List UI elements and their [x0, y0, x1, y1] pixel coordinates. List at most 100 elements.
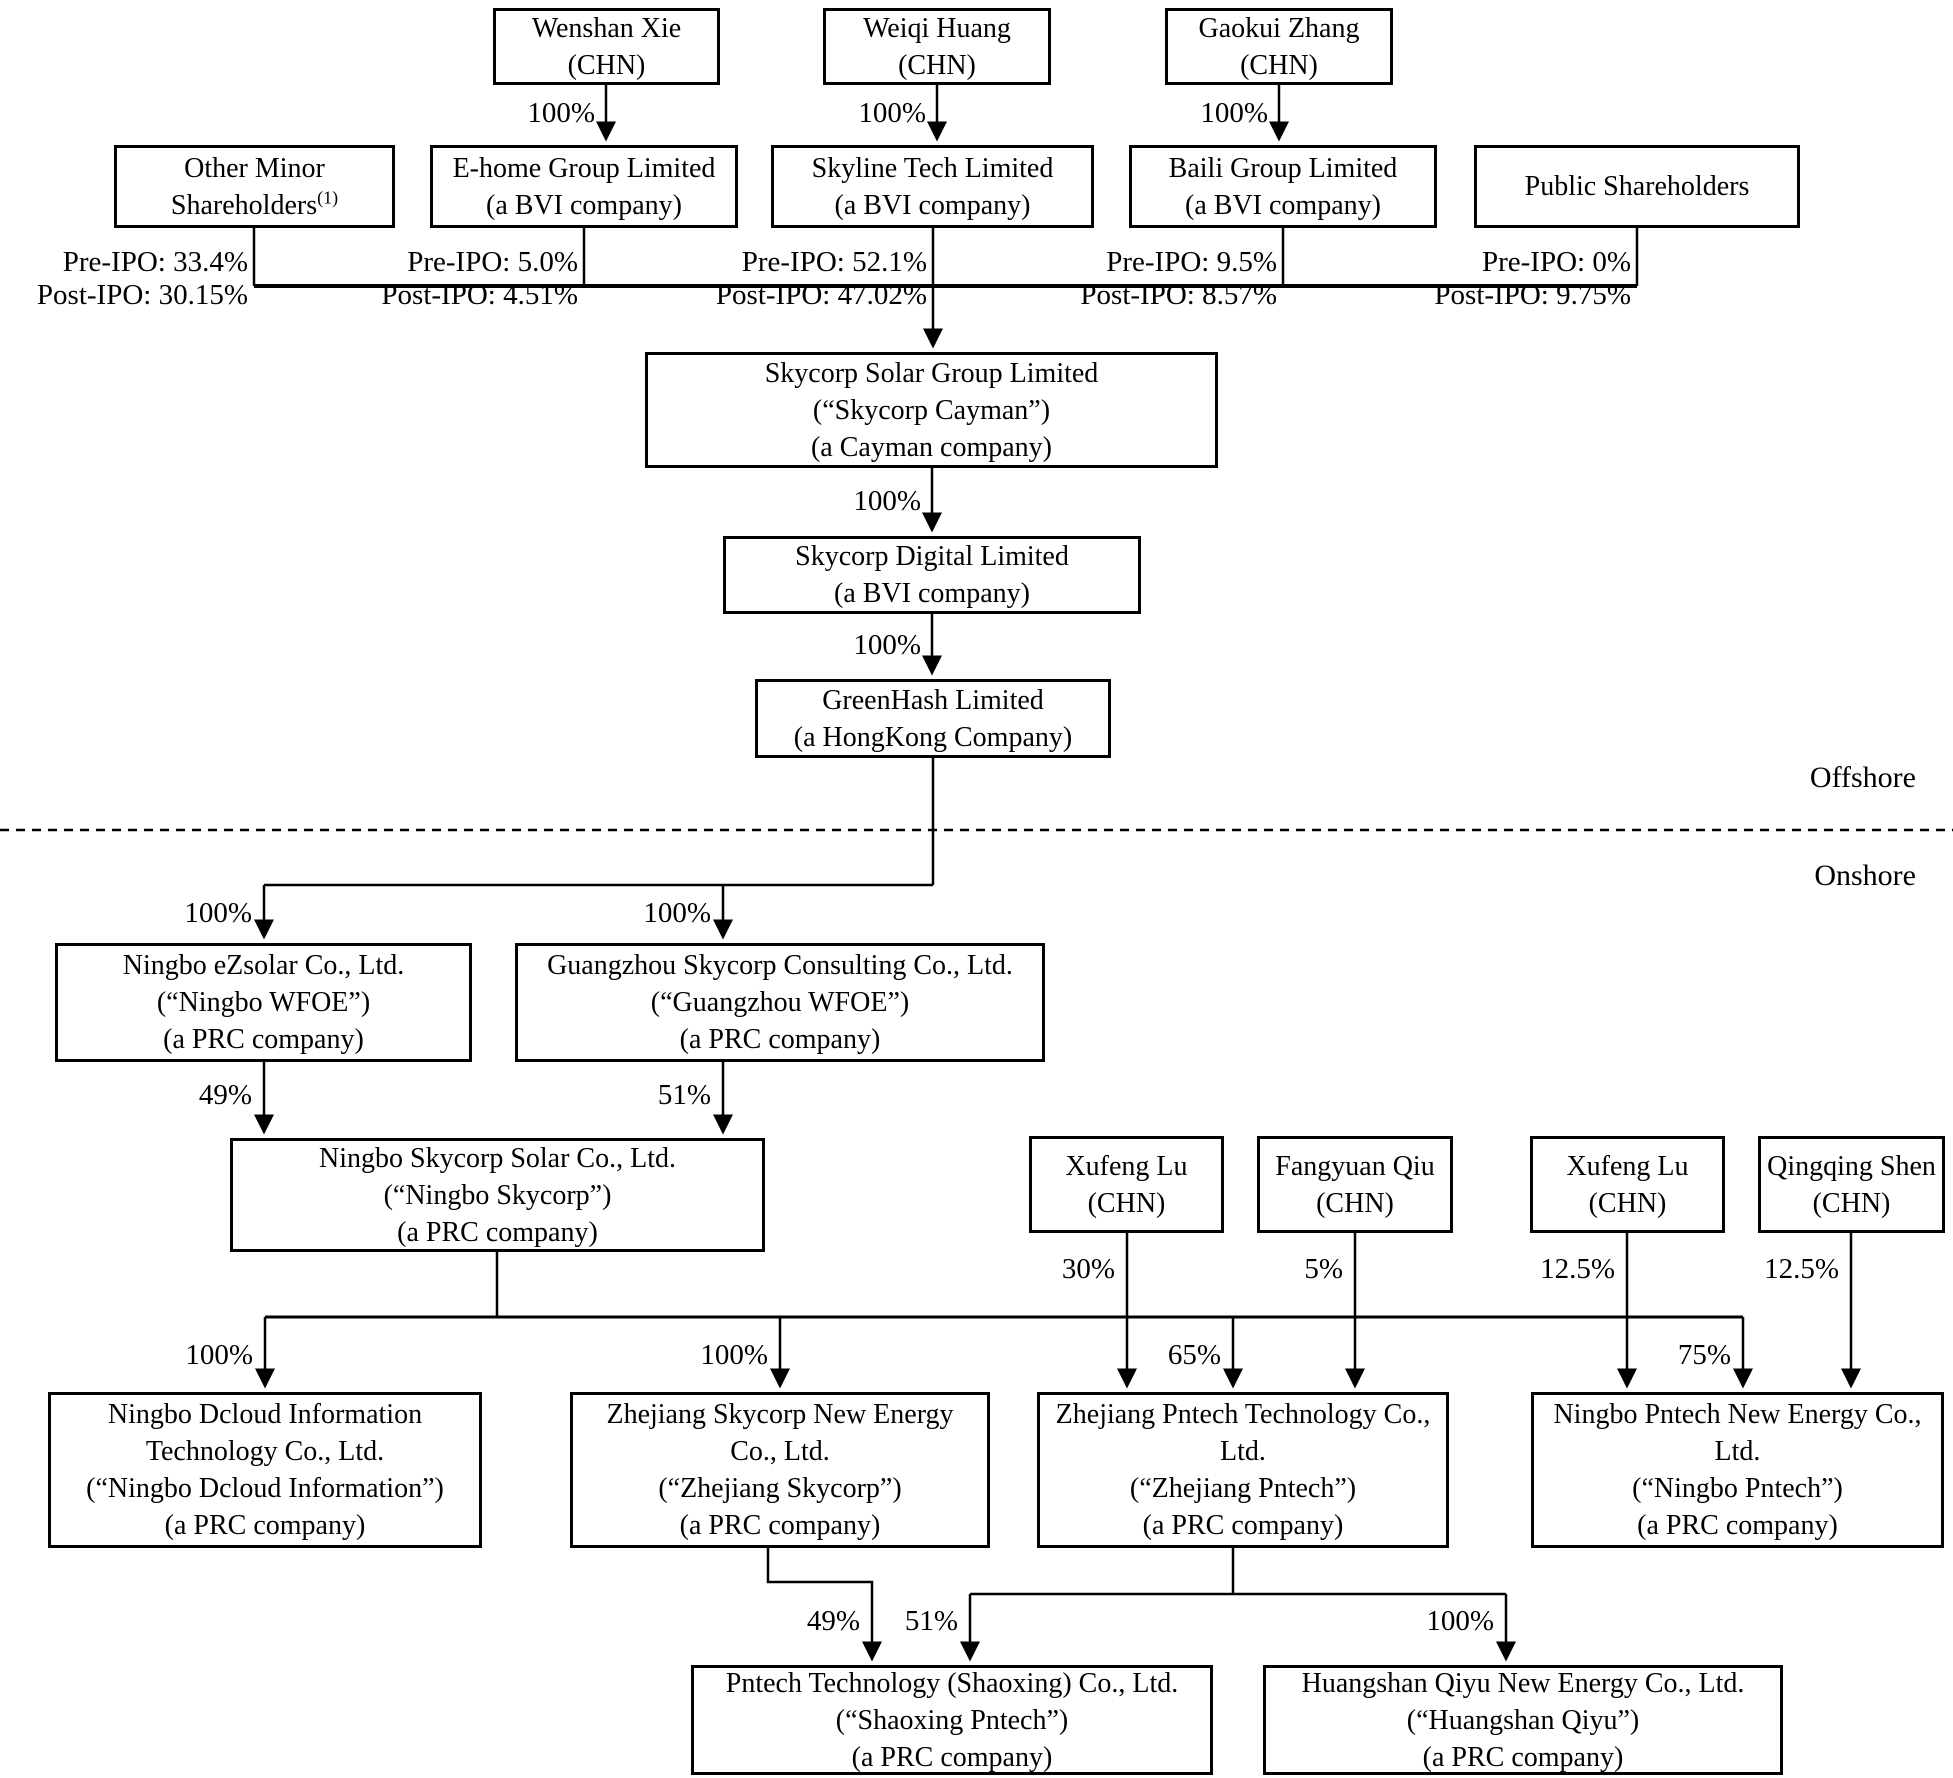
node-line: Huangshan Qiyu New Energy Co., Ltd. [1301, 1667, 1745, 1699]
post-ipo-label: Post-IPO: 30.15% [36, 279, 248, 311]
node-shaoxing-pntech: Pntech Technology (Shaoxing) Co., Ltd.(“… [691, 1665, 1213, 1775]
node-line: Zhejiang Skycorp New Energy [606, 1399, 954, 1430]
node-line: (a BVI company) [486, 189, 682, 221]
edge-label-weiqi-skyline: 100% [858, 97, 926, 129]
node-line: (a PRC company) [164, 1510, 366, 1541]
node-line: Weiqi Huang [863, 12, 1011, 44]
edge-label-zhejiang-pntech-huangshan: 100% [1426, 1605, 1494, 1637]
node-line: (a PRC company) [679, 1510, 881, 1541]
edge-label-skycorp-dcloud: 100% [185, 1339, 253, 1371]
shareholding-ehome: Pre-IPO: 5.0% Post-IPO: 4.51% [332, 246, 578, 312]
node-xufeng-lu-2: Xufeng Lu (CHN) [1530, 1136, 1725, 1233]
pre-ipo-label: Pre-IPO: 33.4% [62, 246, 248, 278]
edge-label-ningbo-wfoe-ningbo-skycorp: 49% [198, 1079, 252, 1111]
node-line: Guangzhou Skycorp Consulting Co., Ltd. [547, 950, 1013, 981]
node-line: (a PRC company) [1637, 1510, 1838, 1541]
footnote-marker: (1) [317, 187, 339, 208]
node-ehome-group: E-home Group Limited (a BVI company) [430, 145, 738, 228]
node-line: (CHN) [1588, 1187, 1667, 1219]
node-line: (a PRC company) [163, 1024, 364, 1055]
node-line: Xufeng Lu [1566, 1150, 1689, 1182]
node-line: (CHN) [567, 49, 646, 81]
node-wenshan-xie: Wenshan Xie(CHN) [493, 8, 720, 85]
node-line: Skycorp Digital Limited [795, 541, 1069, 572]
node-line: (“Guangzhou WFOE”) [650, 987, 910, 1018]
edge-label-zhejiang-skycorp-shaoxing: 49% [806, 1605, 860, 1637]
edge-label-zhejiang-pntech-shaoxing: 51% [904, 1605, 958, 1637]
edge-label-skycorp-ningbo-pntech: 75% [1677, 1339, 1731, 1371]
edge-label-xufeng1-zhejiang-pntech: 30% [1061, 1253, 1115, 1285]
node-xufeng-lu-1: Xufeng Lu(CHN) [1029, 1136, 1224, 1233]
node-line: (CHN) [1087, 1187, 1166, 1219]
node-line: (CHN) [1316, 1187, 1394, 1219]
post-ipo-label: Post-IPO: 8.57% [1080, 279, 1277, 311]
edge-label-gaokui-baili: 100% [1200, 97, 1268, 129]
node-public-shareholders: Public Shareholders [1474, 145, 1800, 228]
node-ningbo-wfoe: Ningbo eZsolar Co., Ltd. (“Ningbo WFOE”) (… [55, 943, 472, 1062]
node-ningbo-skycorp: Ningbo Skycorp Solar Co., Ltd. (“Ningbo S… [230, 1138, 765, 1252]
node-line: Skyline Tech Limited [811, 152, 1054, 184]
node-line: (a PRC company) [851, 1741, 1053, 1773]
node-line: Baili Group Limited [1168, 152, 1398, 184]
node-line: (a BVI company) [834, 189, 1031, 221]
edge-label-greenhash-ningbo-wfoe: 100% [184, 897, 252, 929]
node-weiqi-huang: Weiqi Huang (CHN) [823, 8, 1051, 85]
node-line: (“Ningbo Skycorp”) [383, 1179, 612, 1211]
shareholding-skyline: Pre-IPO: 52.1% Post-IPO: 47.02% [681, 246, 927, 312]
node-line: Fangyuan Qiu [1275, 1150, 1435, 1182]
edge-label-guangzhou-wfoe-ningbo-skycorp: 51% [657, 1079, 711, 1111]
node-gaokui-zhang: Gaokui Zhang (CHN) [1165, 8, 1393, 85]
node-line: (“Shaoxing Pntech”) [835, 1704, 1069, 1736]
node-line: Shareholders(1) [170, 187, 339, 221]
node-line: Zhejiang Pntech Technology Co., [1055, 1399, 1431, 1430]
node-skycorp-digital: Skycorp Digital Limited (a BVI company) [723, 536, 1141, 614]
node-line: Skycorp Solar Group Limited [764, 357, 1099, 389]
node-fangyuan-qiu: Fangyuan Qiu (CHN) [1257, 1136, 1453, 1233]
node-line: (a PRC company) [679, 1024, 881, 1055]
node-line: (CHN) [1240, 49, 1318, 81]
node-other-minor-shareholders: Other Minor Shareholders(1) [114, 145, 395, 228]
node-line: Gaokui Zhang [1198, 12, 1360, 44]
region-label-offshore: Offshore [1809, 761, 1916, 794]
node-line: GreenHash Limited [822, 684, 1044, 716]
node-line: (a BVI company) [834, 578, 1030, 609]
pre-ipo-label: Pre-IPO: 0% [1481, 246, 1631, 278]
node-line: (“Ningbo WFOE”) [156, 987, 371, 1018]
node-line: Ningbo eZsolar Co., Ltd. [122, 950, 405, 981]
node-line: (“Skycorp Cayman”) [812, 394, 1051, 426]
node-line: (CHN) [1812, 1187, 1891, 1219]
shareholding-baili: Pre-IPO: 9.5% Post-IPO: 8.57% [1031, 246, 1277, 312]
node-line: (CHN) [898, 49, 976, 81]
node-line: (“Zhejiang Pntech”) [1129, 1473, 1357, 1504]
node-zhejiang-pntech: Zhejiang Pntech Technology Co.,Ltd.(“Zhe… [1037, 1392, 1449, 1548]
node-line: (“Zhejiang Skycorp”) [658, 1473, 902, 1504]
node-ningbo-pntech: Ningbo Pntech New Energy Co.,Ltd.(“Ningb… [1531, 1392, 1944, 1548]
shareholding-other-minor: Pre-IPO: 33.4% Post-IPO: 30.15% [2, 246, 248, 312]
node-line: (a PRC company) [1142, 1510, 1344, 1541]
edge-label-digital-greenhash: 100% [853, 629, 921, 661]
edge-label-skycorp-zhejiang-pntech: 65% [1167, 1339, 1221, 1371]
node-line: (“Huangshan Qiyu”) [1406, 1704, 1640, 1736]
edge-label-skycorp-zhejiang-skycorp: 100% [700, 1339, 768, 1371]
node-skyline-tech: Skyline Tech Limited (a BVI company) [771, 145, 1094, 228]
node-line: Technology Co., Ltd. [145, 1436, 385, 1467]
node-line: (a BVI company) [1185, 189, 1381, 221]
node-line: Public Shareholders [1524, 171, 1750, 202]
node-qingqing-shen: Qingqing Shen(CHN) [1758, 1136, 1945, 1233]
edge-label-xufeng2-ningbo-pntech: 12.5% [1540, 1253, 1615, 1285]
node-line: (“Ningbo Dcloud Information”) [86, 1473, 444, 1504]
edge-label-fangyuan-zhejiang-pntech: 5% [1304, 1253, 1343, 1285]
post-ipo-label: Post-IPO: 9.75% [1434, 279, 1631, 311]
node-line: E-home Group Limited [452, 152, 716, 184]
node-line: Ningbo Skycorp Solar Co., Ltd. [319, 1142, 676, 1174]
post-ipo-label: Post-IPO: 4.51% [381, 279, 578, 311]
node-line: (a Cayman company) [810, 431, 1053, 463]
pre-ipo-label: Pre-IPO: 5.0% [407, 246, 578, 278]
shareholding-public: Pre-IPO: 0% Post-IPO: 9.75% [1385, 246, 1631, 312]
node-line: Ningbo Dcloud Information [107, 1399, 423, 1430]
node-line: Ltd. [1714, 1436, 1761, 1467]
node-line: (a PRC company) [397, 1216, 598, 1248]
